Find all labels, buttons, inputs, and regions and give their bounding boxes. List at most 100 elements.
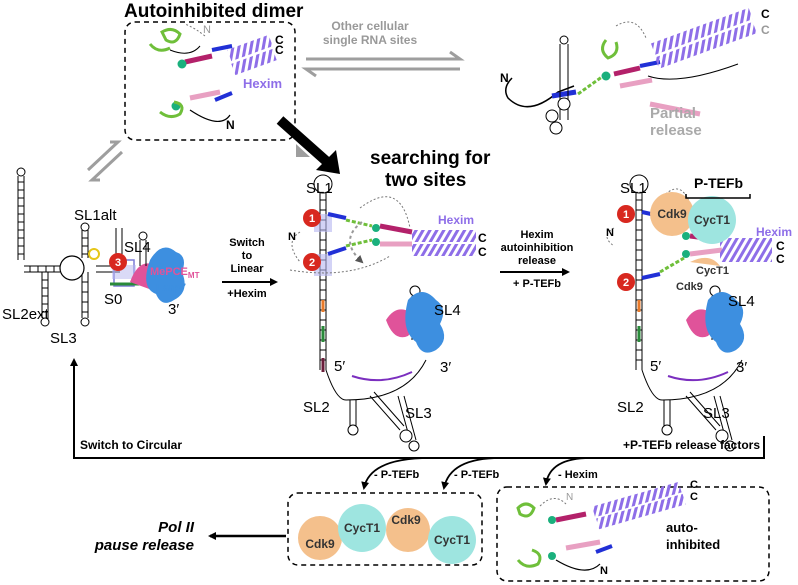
coiled-coil-lower [412,244,476,256]
partial-release-panel: N C C Partial release [500,7,770,139]
minus-ptefb-arrow [441,457,501,490]
cyct1-label: CycT1 [694,213,730,227]
sl1-label: SL1 [306,180,333,197]
autoinhibited-label: inhibited [666,537,720,552]
hexim-blue-segment [641,272,661,280]
site-2-label: 2 [623,277,629,289]
hexim-blue-segment [551,89,577,99]
coiled-coil-lower [596,493,686,530]
hexim-blue-segment [327,212,347,220]
transition-label: Switch [229,237,265,249]
n-tail-dotted [289,255,391,274]
transition-label: + P-TEFb [513,278,561,290]
loop [399,429,413,443]
hexim-tether [555,559,601,571]
hexim-release-arrow: Hexim autoinhibition release + P-TEFb [500,229,574,290]
green-linker [516,502,536,518]
sl3-loop [724,440,736,452]
rna-hairpin [545,35,571,135]
mepce-label: MePCEMT [150,266,200,280]
hexim-magenta-helix [184,53,213,65]
pol2-label: pause release [94,537,194,554]
cdk9-sliver [690,257,720,266]
cyct1-blob [428,516,476,564]
site-1-marker [617,205,635,223]
coiled-coil-upper [227,34,273,62]
larp7-blob [705,292,745,353]
sl4-label: SL4 [728,293,755,310]
other-sites-label: single RNA sites [323,33,418,47]
site-2-label: 2 [309,257,315,269]
phospho-dot [601,71,611,81]
transition-label: +Hexim [227,288,267,300]
site-1-label: 1 [309,213,315,225]
diag-grey-arrow-small [296,144,310,157]
c-terminus-label: C [776,252,785,266]
hexim-pink-helix [189,89,221,101]
cyct1-label: CycT1 [434,533,470,547]
site-2-marker [303,253,321,271]
hexim-label: Hexim [243,76,282,91]
site-1-label: 1 [623,209,629,221]
rna-strand [505,77,575,108]
sl1alt-stem [115,228,123,254]
c-terminus-label: C [761,23,770,37]
green-linker [159,100,184,119]
five-prime-label: 5′ [334,358,345,375]
minus-ptefb-arrow [361,457,431,490]
larp7-blob [405,292,445,353]
circular-7sk-panel: 3 SL1alt SL4 SL2ext SL3 S0 3′ MePCEMT La… [2,167,200,347]
hexim-pink-helix [649,101,701,117]
sl3-label: SL3 [703,405,730,422]
n-tail-dotted [606,227,615,247]
autoinhibited-hexim-panel: N C C N auto- inhibited [496,479,770,582]
search-grey-arrow [349,221,364,264]
diag-grey-arrow [88,150,124,182]
ptefb-bracket [685,194,751,199]
minus-ptefb-label: - P-TEFb [454,469,499,481]
autoinhibited-label: auto- [666,520,698,535]
diag-grey-arrow [86,140,122,172]
cdk9-label: Cdk9 [391,513,421,527]
phospho-dot [372,238,380,246]
cdk9-label: Cdk9 [305,537,335,551]
green-linker [160,27,182,44]
yellow-loop [88,248,100,260]
sl4-label: SL4 [124,239,151,256]
hexim-magenta-helix [555,511,587,523]
switch-circular-label: Switch to Circular [80,438,182,452]
sl3-loop [408,440,420,452]
switch-linear-arrow: Switch to Linear +Hexim [222,237,278,300]
n-tail-dotted [615,21,647,39]
green-linker [345,238,373,248]
stem-ladders [17,176,120,318]
site-3-label: 3 [115,257,121,269]
coiled-coil-upper [412,230,476,242]
n-tail-dotted [539,498,567,507]
purple-arc [351,371,413,382]
n-terminus-label: N [600,565,608,577]
green-linker [659,256,685,274]
purple-arc [667,371,729,382]
cyct1-label: CycT1 [344,521,380,535]
sl4-loop [138,231,148,241]
transition-label: Linear [230,263,264,275]
c-terminus-label: C [761,7,770,21]
green-linker [345,218,373,228]
autoinhibited-dimer-panel: Autoinhibited dimer N C C N Hexim [124,1,304,141]
linear-stem [635,192,743,441]
site-3-marker [109,253,127,271]
other-sites-label: Other cellular [331,19,409,33]
ptefb-loaded-panel: 1 2 N C C Hexim Cdk9 CycT1 P-TEFb CycT1 … [606,174,792,452]
transition-label: autoinhibition [501,242,574,254]
sl1-label: SL1 [620,180,647,197]
sl2ext-label: SL2ext [2,306,50,323]
pol2-label: Pol II [158,519,195,536]
loop [80,222,90,232]
hexim-pink-helix [689,247,723,257]
c-terminus-label: C [776,239,785,253]
phospho-dot [682,250,690,258]
hexim-dimer-glyph: N C C N Hexim [148,23,284,132]
three-prime-label: 3′ [736,359,747,376]
coiled-coil-lower [720,250,772,262]
